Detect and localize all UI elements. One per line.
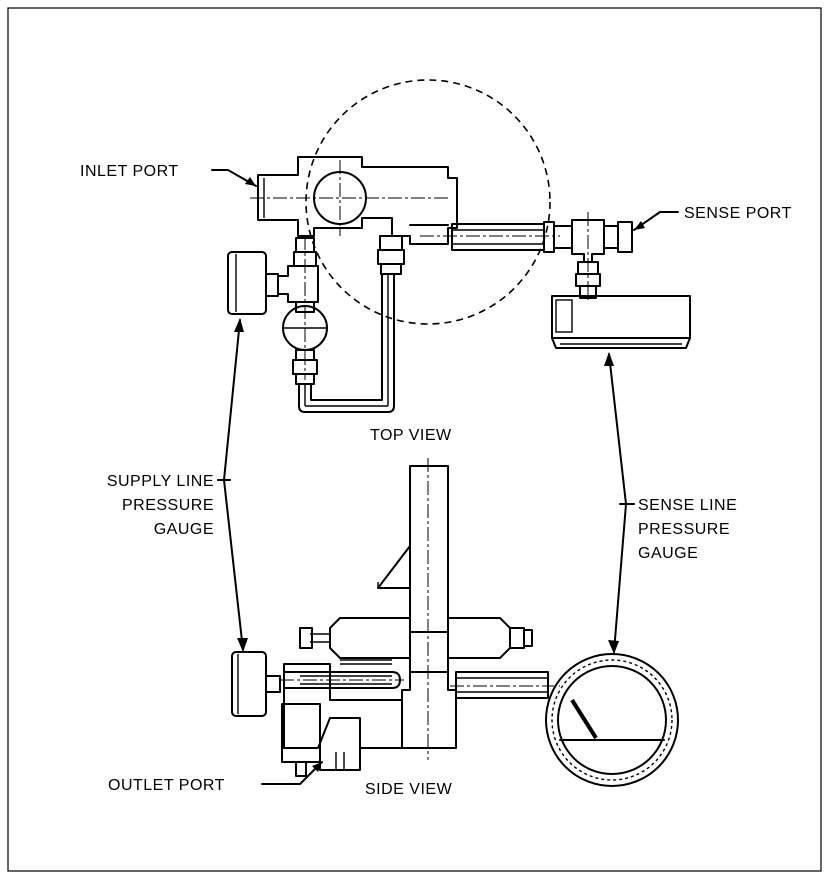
label-inlet-port: INLET PORT <box>80 163 179 180</box>
label-sense-line-1: SENSE LINE <box>638 497 737 514</box>
label-sense-line-2: PRESSURE <box>638 521 730 538</box>
sense-gauge-top <box>551 295 691 339</box>
supply-gauge-side <box>231 651 267 717</box>
sense-gauge-side <box>545 653 679 787</box>
spring-case <box>401 465 457 749</box>
sense-pipe-side <box>455 671 549 699</box>
supply-gauge-top <box>227 251 267 315</box>
label-supply-line-3: GAUGE <box>154 521 214 538</box>
supply-tee <box>277 265 319 303</box>
label-outlet-port: OUTLET PORT <box>108 777 225 794</box>
sense-pipe-top <box>451 223 545 251</box>
u-tube <box>298 273 395 413</box>
sensing-boss <box>377 545 411 609</box>
label-supply-line-1: SUPPLY LINE <box>107 473 214 490</box>
outlet-body <box>281 703 321 763</box>
label-sense-line-3: GAUGE <box>638 545 698 562</box>
label-sense-port: SENSE PORT <box>684 205 792 222</box>
top-view-drawing <box>227 79 691 413</box>
detail-circle <box>305 79 551 325</box>
label-supply-line-2: PRESSURE <box>122 497 214 514</box>
drawing-frame <box>7 7 822 872</box>
valve-body-top <box>257 156 458 245</box>
leader-lines <box>211 169 679 785</box>
gauge-needle <box>570 698 598 740</box>
label-side-view: SIDE VIEW <box>365 781 453 798</box>
label-top-view: TOP VIEW <box>370 427 452 444</box>
side-view-drawing <box>231 458 679 787</box>
